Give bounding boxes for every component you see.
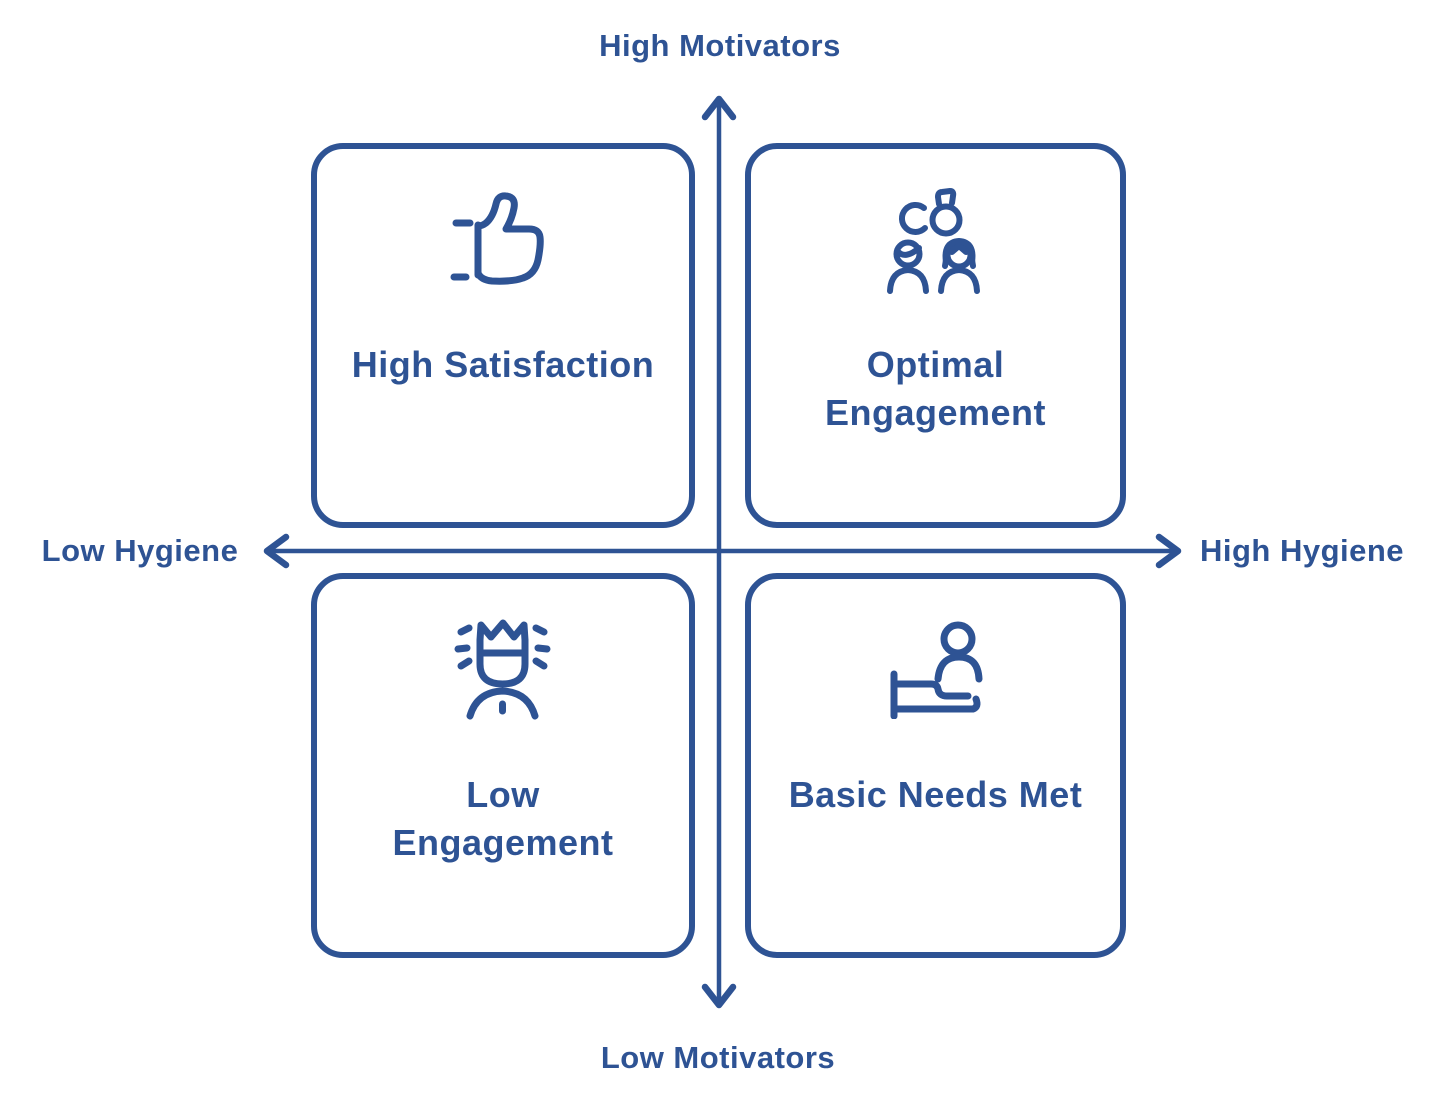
arrow-down-icon	[701, 983, 737, 1009]
arrow-right-icon	[1155, 533, 1182, 569]
axis-label-low-motivators: Low Motivators	[600, 1040, 836, 1075]
axis-label-low-hygiene: Low Hygiene	[41, 533, 239, 568]
axis-label-high-motivators: High Motivators	[599, 28, 841, 63]
quadrant-title: Basic Needs Met	[788, 774, 1083, 815]
engagement-rings-couple-icon	[881, 187, 991, 299]
quadrant-high-satisfaction: High Satisfaction	[311, 143, 695, 528]
quadrant-basic-needs-met: Basic Needs Met	[745, 573, 1126, 958]
quadrant-low-engagement: Low Engagement	[311, 573, 695, 958]
quadrant-title: Optimal Engagement	[824, 344, 1047, 433]
person-with-crown-icon	[448, 612, 558, 724]
thumbs-up-icon	[448, 187, 558, 287]
quadrant-title: Low Engagement	[392, 774, 614, 863]
quadrant-optimal-engagement: Optimal Engagement	[745, 143, 1126, 528]
quadrant-title: High Satisfaction	[351, 344, 655, 385]
arrow-up-icon	[701, 95, 737, 121]
arrow-left-icon	[263, 533, 290, 569]
person-in-bed-icon	[886, 619, 986, 719]
axis-label-high-hygiene: High Hygiene	[1199, 533, 1405, 568]
